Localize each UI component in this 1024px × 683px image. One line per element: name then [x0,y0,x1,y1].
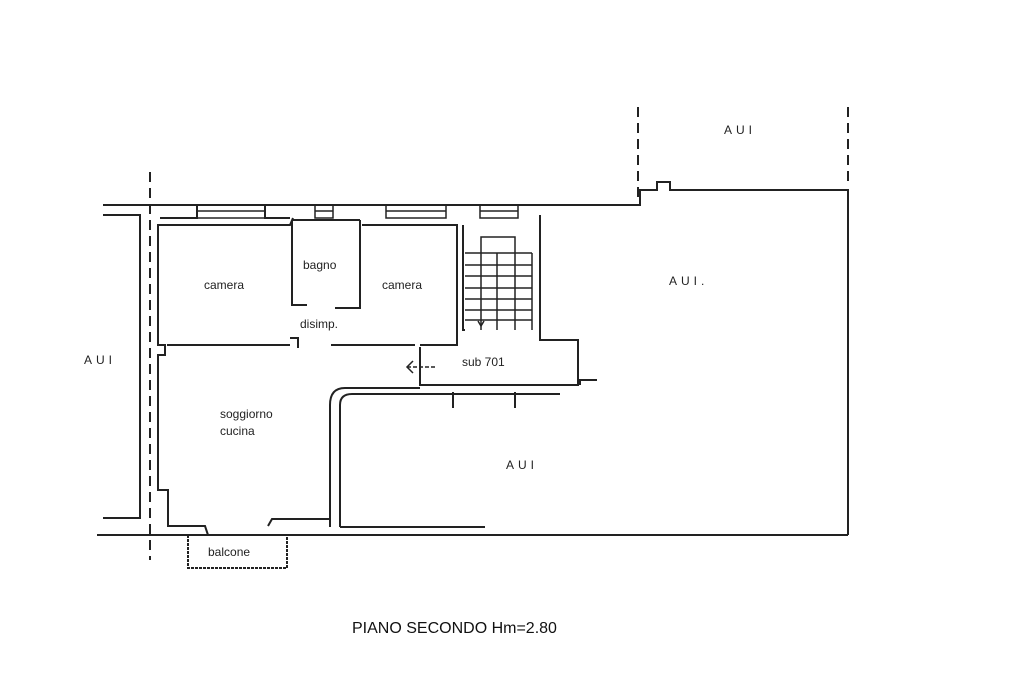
room-label-camera-left: camera [204,278,245,292]
dashed-boundaries [149,107,849,560]
neighbor-label-top-right: AUI [724,123,757,137]
room-label-balcone: balcone [208,545,251,559]
neighbor-label-right: AUI. [669,274,709,288]
entrance-arrow-icon [405,360,437,374]
room-label-soggiorno: soggiorno [220,407,273,421]
room-label-disimp: disimp. [300,317,339,331]
interior-walls [157,205,597,536]
balcony-outline [187,535,288,569]
windows [196,204,519,219]
room-label-bagno: bagno [303,258,337,272]
neighbor-label-left: AUI [84,353,117,367]
neighbor-label-bottom: AUI [506,458,539,472]
staircase [465,236,533,330]
room-label-camera-right: camera [382,278,423,292]
plan-title: PIANO SECONDO Hm=2.80 [352,620,557,637]
room-label-cucina: cucina [220,424,255,438]
room-label-sub: sub 701 [462,355,505,369]
outer-walls [97,181,849,536]
